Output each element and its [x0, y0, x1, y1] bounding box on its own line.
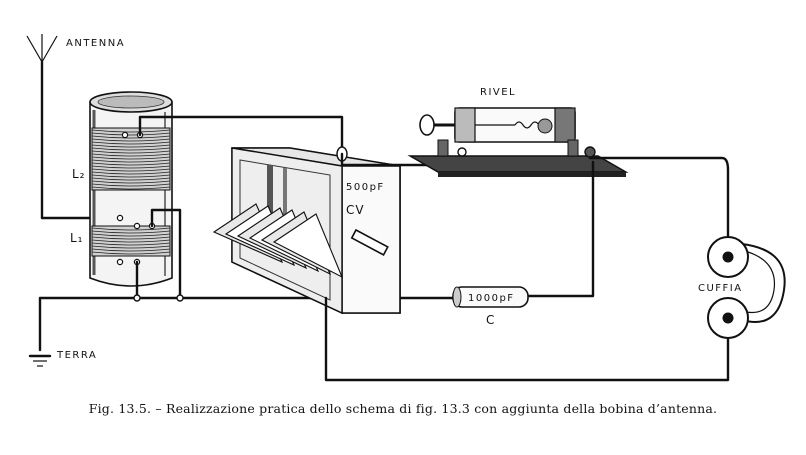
winding-turn — [91, 168, 171, 172]
detector-to-headphone-wire — [588, 156, 730, 240]
l2-top-wire — [138, 115, 344, 154]
winding-turn — [91, 227, 171, 231]
coil-terminals — [116, 131, 156, 266]
winding-turn — [91, 132, 171, 136]
winding-turn — [91, 183, 171, 187]
c-label: C — [486, 313, 495, 327]
winding-turn — [91, 174, 171, 178]
headphones — [707, 236, 786, 339]
winding-turn — [91, 138, 171, 142]
winding-turn — [91, 144, 171, 148]
winding-turn — [91, 233, 171, 237]
return-wire — [324, 296, 730, 382]
cv-value-label: 500pF — [346, 182, 385, 193]
rivel-label: RIVEL — [480, 87, 516, 98]
antenna-label: ANTENNA — [66, 38, 125, 49]
l2-label: L₂ — [72, 167, 86, 181]
winding-turn — [91, 165, 171, 169]
c-value-label: 1000pF — [468, 293, 515, 304]
crystal-detector — [407, 107, 629, 177]
coil-l2-winding — [91, 127, 171, 191]
cv-label: CV — [346, 203, 365, 217]
l1-label: L₁ — [70, 231, 84, 245]
rotor-plate — [272, 213, 344, 279]
winding-turn — [91, 186, 171, 190]
fixed-capacitor — [452, 286, 529, 308]
cuffia-label: CUFFIA — [698, 283, 743, 294]
antenna-symbol — [26, 34, 58, 220]
winding-turn — [91, 251, 171, 255]
winding-turn — [91, 230, 171, 234]
variable-capacitor — [212, 146, 401, 315]
winding-turn — [91, 159, 171, 163]
winding-turn — [91, 242, 171, 246]
winding-turn — [91, 129, 171, 133]
detector-to-capacitor-wire — [526, 160, 595, 298]
winding-turn — [91, 239, 171, 243]
figure-caption: Fig. 13.5. – Realizzazione pratica dello… — [88, 401, 718, 416]
winding-turn — [91, 141, 171, 145]
winding-turn — [91, 162, 171, 166]
winding-turn — [91, 171, 171, 175]
terra-label: TERRA — [56, 350, 97, 361]
winding-turn — [91, 147, 171, 151]
ground-symbol — [28, 354, 52, 367]
winding-turn — [91, 236, 171, 240]
circuit-drawing: ANTENNA L₂ L₁ T — [26, 34, 786, 382]
winding-turn — [91, 248, 171, 252]
l2-bottom-wire — [150, 208, 182, 300]
winding-turn — [91, 150, 171, 154]
winding-turn — [91, 153, 171, 157]
winding-turn — [91, 245, 171, 249]
winding-turn — [91, 177, 171, 181]
coil-l1-winding — [91, 225, 171, 257]
winding-turn — [91, 180, 171, 184]
winding-turn — [91, 156, 171, 160]
winding-turn — [91, 135, 171, 139]
